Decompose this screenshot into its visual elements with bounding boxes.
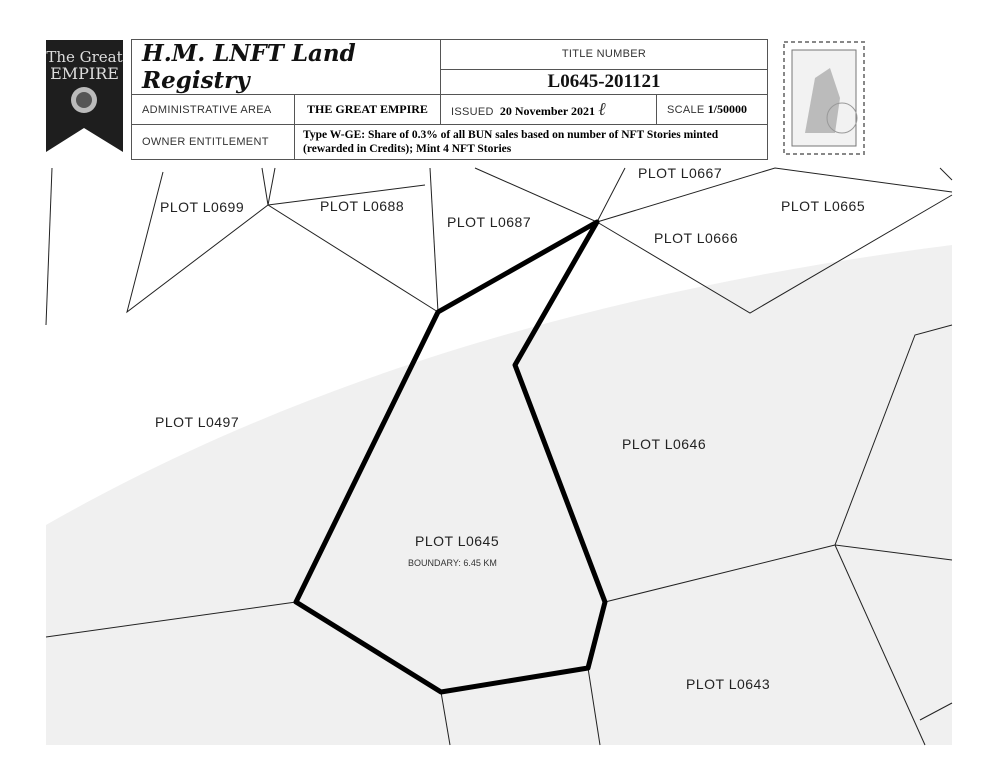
issued-label: ISSUED [451,106,494,118]
issued-date: 20 November 2021 [499,104,595,118]
plot-label: PLOT L0643 [686,676,770,692]
plot-l0645-boundary [293,219,608,695]
admin-area: THE GREAT EMPIRE [294,94,441,125]
grey-region [46,245,952,745]
admin-area-label: ADMINISTRATIVE AREA [131,94,295,125]
owner-entitlement: Type W-GE: Share of 0.3% of all BUN sale… [294,124,768,160]
scale-label: SCALE [667,104,705,116]
plot-label: PLOT L0667 [638,165,722,181]
plot-label: PLOT L0687 [447,214,531,230]
plot-label: PLOT L0688 [320,198,404,214]
boundary-length: BOUNDARY: 6.45 KM [408,558,497,568]
plot-label: PLOT L0646 [622,436,706,452]
scale: 1/50000 [707,102,747,116]
plot-label: PLOT L0665 [781,198,865,214]
signature-icon: ℓ [598,99,606,120]
registry-title: H.M. LNFT Land Registry [131,39,441,95]
owner-label: OWNER ENTITLEMENT [131,124,295,160]
title-number: L0645-201121 [440,68,768,96]
postage-stamp-icon [783,41,865,155]
plot-label-selected: PLOT L0645 [415,533,499,549]
plot-borders [45,167,953,746]
plot-label: PLOT L0699 [160,199,244,215]
plot-label: PLOT L0497 [155,414,239,430]
plot-label: PLOT L0666 [654,230,738,246]
title-number-label: TITLE NUMBER [440,39,768,70]
logo: The Great EMPIRE [46,40,123,152]
registry-header: H.M. LNFT Land Registry TITLE NUMBER L06… [131,39,768,160]
